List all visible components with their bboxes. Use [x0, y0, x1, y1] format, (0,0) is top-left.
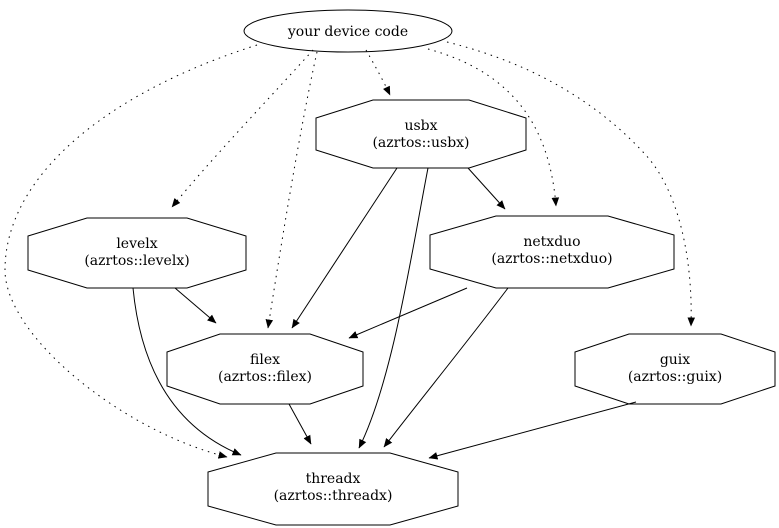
edge-device-netxduo [427, 48, 560, 207]
node-usbx-package: (azrtos::usbx) [372, 135, 469, 151]
node-netxduo-package: (azrtos::netxduo) [491, 251, 612, 267]
node-guix-package: (azrtos::guix) [628, 369, 722, 385]
node-device-label: your device code [287, 24, 408, 40]
edge-device-levelx [171, 49, 314, 208]
edge-usbx-threadx [358, 167, 429, 449]
node-device: your device code [243, 9, 453, 53]
node-filex-package: (azrtos::filex) [218, 369, 312, 385]
node-device-shape [243, 9, 453, 53]
node-usbx-shape [315, 99, 527, 169]
edge-guix-threadx [428, 401, 637, 460]
node-netxduo-name: netxduo [523, 234, 580, 250]
edge-usbx-filex [291, 167, 398, 329]
node-threadx-package: (azrtos::threadx) [274, 488, 393, 504]
edge-usbx-netxduo [467, 167, 506, 210]
node-filex: filex (azrtos::filex) [166, 333, 364, 405]
node-threadx-name: threadx [306, 471, 361, 487]
edge-device-threadx [4, 44, 258, 459]
node-levelx-package: (azrtos::levelx) [84, 253, 189, 269]
node-levelx: levelx (azrtos::levelx) [27, 217, 247, 289]
edge-levelx-filex [174, 287, 217, 324]
edge-filex-threadx [288, 403, 312, 445]
node-filex-name: filex [250, 352, 280, 368]
edge-device-guix [446, 41, 696, 327]
edge-device-filex [265, 51, 318, 329]
edge-device-usbx [365, 49, 391, 96]
node-netxduo: netxduo (azrtos::netxduo) [429, 215, 675, 289]
node-threadx: threadx (azrtos::threadx) [207, 452, 459, 526]
node-usbx-name: usbx [404, 118, 437, 134]
edge-netxduo-filex [348, 287, 468, 339]
edge-levelx-threadx [132, 287, 242, 456]
node-levelx-name: levelx [116, 236, 157, 252]
node-usbx: usbx (azrtos::usbx) [315, 99, 527, 169]
node-filex-shape [166, 333, 364, 405]
edge-netxduo-threadx [383, 287, 509, 448]
node-threadx-shape [207, 452, 459, 526]
node-levelx-shape [27, 217, 247, 289]
node-guix-shape [574, 333, 776, 405]
node-netxduo-shape [429, 215, 675, 289]
node-guix-name: guix [660, 352, 690, 368]
node-guix: guix (azrtos::guix) [574, 333, 776, 405]
